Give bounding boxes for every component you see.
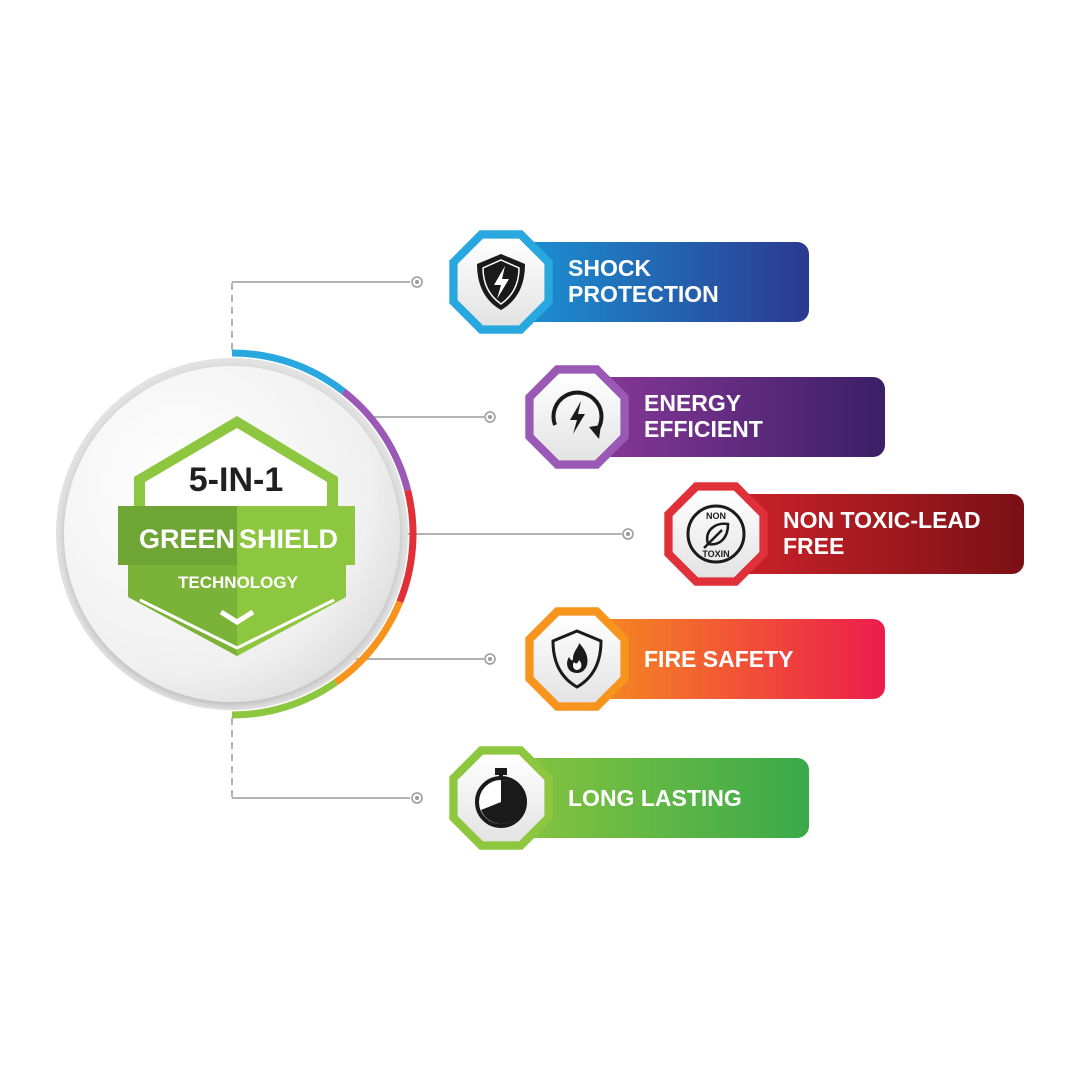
feature-list: SHOCKPROTECTIONENERGYEFFICIENTNONTOXINNO…: [449, 230, 1024, 850]
non-toxin-leaf-icon: NON TOXIN: [686, 504, 746, 564]
feature-bar: [568, 619, 885, 699]
feature-label-line1: SHOCK: [568, 255, 651, 281]
feature-octagon-face: [672, 490, 760, 578]
badge-word-green: GREEN: [139, 524, 235, 554]
feature-label-line1: ENERGY: [644, 390, 741, 416]
feature-label-line2: FREE: [783, 533, 844, 559]
icon-text-non: NON: [706, 511, 726, 521]
feature-bar: [492, 758, 809, 838]
icon-text-toxin: TOXIN: [702, 549, 729, 559]
shock-shield-icon: [477, 254, 525, 310]
feature-bar: [707, 494, 1024, 574]
badge-check-icon: [139, 598, 335, 650]
feature-label-line2: EFFICIENT: [644, 416, 763, 442]
ring-arc-orange: [333, 600, 404, 686]
ring-arc-green: [231, 679, 338, 719]
fire-shield-icon: [551, 629, 603, 689]
badge-word-shield: SHIELD: [239, 524, 338, 554]
ring-arc-red: [396, 489, 417, 604]
badge-title-5in1: 5-IN-1: [189, 461, 283, 499]
green-shield-badge: 5-IN-1 GREEN SHIELD TECHNOLOGY: [118, 416, 355, 656]
badge-technology: TECHNOLOGY: [178, 573, 299, 592]
feature-long-lasting: LONG LASTING: [449, 746, 809, 850]
stopwatch-icon: [475, 768, 527, 828]
feature-bar: [568, 377, 885, 457]
ring-arc-blue: [231, 349, 346, 395]
feature-label-line1: FIRE SAFETY: [644, 646, 794, 672]
connector-dots: [411, 276, 634, 804]
energy-cycle-icon: [551, 390, 604, 439]
feature-bar: [492, 242, 809, 322]
colored-ring-arcs: [231, 349, 417, 719]
badge-green-band: [118, 506, 237, 565]
feature-label-line1: NON TOXIC-LEAD: [783, 507, 981, 533]
ring-arc-purple: [341, 388, 412, 492]
feature-label-line2: PROTECTION: [568, 281, 719, 307]
feature-fire-safety: FIRE SAFETY: [525, 607, 885, 711]
feature-label-line1: LONG LASTING: [568, 785, 742, 811]
